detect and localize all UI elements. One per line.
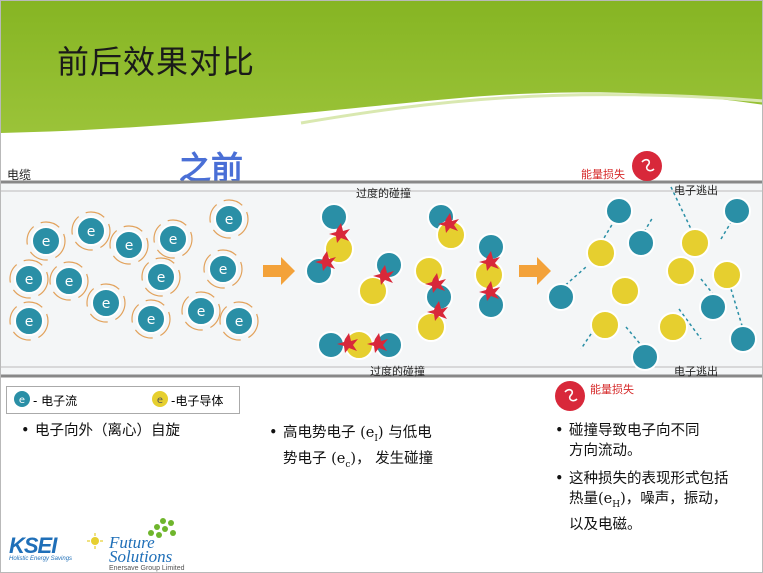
svg-text:e: e: [197, 304, 206, 320]
collision-panel: [305, 203, 505, 360]
ksei-sun-icon: [87, 533, 103, 549]
electron: e: [219, 301, 259, 341]
scatter-panel: [547, 186, 757, 371]
svg-text:e: e: [87, 224, 96, 240]
collision-label-bottom: 过度的碰撞: [370, 365, 425, 378]
svg-text:e: e: [19, 395, 25, 406]
electron: e: [49, 261, 89, 301]
bullets-right: • 碰撞导致电子向不同方向流动。 • 这种损失的表现形式包括 热量(eH)，噪声…: [555, 421, 729, 535]
energy-loss-label-bottom: 能量损失: [590, 383, 634, 396]
electron: e: [203, 249, 243, 289]
svg-text:e: e: [65, 274, 74, 290]
bullets-left: •电子向外（离心）自旋: [21, 421, 180, 441]
energy-loss-label-top: 能量损失: [581, 168, 625, 181]
header-band: [1, 1, 762, 141]
svg-text:e: e: [42, 234, 51, 250]
cable-label: 电缆: [7, 168, 32, 182]
electron: e: [153, 219, 193, 259]
bullet-item: • 这种损失的表现形式包括 热量(eH)，噪声，振动， 以及电磁。: [555, 471, 729, 533]
arrow-right-icon: [263, 257, 295, 285]
electron-escape-label-top: 电子逃出: [674, 184, 718, 197]
collision-label-top: 过度的碰撞: [356, 187, 411, 200]
electron: e: [71, 211, 111, 251]
svg-text:e: e: [219, 262, 228, 278]
cable-diagram: e e e e e e e e e e e e e e: [1, 180, 762, 378]
svg-text:e: e: [147, 312, 156, 328]
electron: e: [26, 221, 66, 261]
svg-text:e: e: [102, 296, 111, 312]
svg-text:e: e: [157, 395, 163, 406]
energy-loss-icon: [632, 151, 662, 181]
ksei-logo: KSEI Holistic Energy Savings: [9, 533, 73, 562]
bullet-item: •电子向外（离心）自旋: [21, 423, 180, 439]
collision-star-icon: [315, 213, 500, 353]
electron: e: [9, 301, 49, 341]
dots-icon: [148, 518, 176, 538]
bullet-item: • 碰撞导致电子向不同方向流动。: [555, 423, 700, 459]
svg-text:e: e: [235, 314, 244, 330]
bullet-item: • 高电势电子 (eI) 与低电 势电子 (ec)， 发生碰撞: [269, 425, 434, 470]
bullets-middle: • 高电势电子 (eI) 与低电 势电子 (ec)， 发生碰撞: [269, 423, 433, 475]
svg-text:e: e: [225, 212, 234, 228]
svg-text:e: e: [25, 272, 34, 288]
svg-text:e: e: [169, 232, 178, 248]
arrow-right-icon: [519, 257, 551, 285]
page-title: 前后效果对比: [57, 43, 256, 81]
legend-electron-conductor: -电子导体: [171, 394, 224, 408]
electron: e: [109, 225, 149, 265]
electron-legend-icon: e: [14, 391, 30, 407]
legend: e - 电子流 e -电子导体: [6, 386, 240, 414]
electron: e: [86, 283, 126, 323]
electron-escape-label-bottom: 电子逃出: [674, 365, 718, 378]
conductor-legend-icon: e: [152, 391, 168, 407]
electron: e: [209, 199, 249, 239]
svg-text:e: e: [25, 314, 34, 330]
electron: e: [131, 299, 171, 339]
svg-text:e: e: [157, 270, 166, 286]
energy-loss-icon: [555, 381, 585, 411]
electron: e: [9, 259, 49, 299]
spinning-electrons-panel: e e e e e e e e e e e e e e: [9, 199, 259, 341]
legend-electron-flow: - 电子流: [33, 394, 78, 408]
svg-text:e: e: [125, 238, 134, 254]
electron: e: [141, 257, 181, 297]
electron: e: [181, 291, 221, 331]
